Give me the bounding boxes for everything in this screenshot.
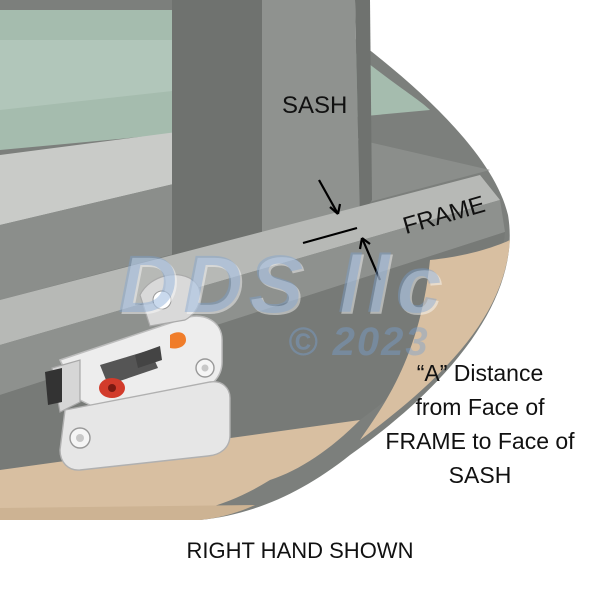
right-hand-shown-label: RIGHT HAND SHOWN bbox=[186, 538, 414, 563]
caption-line-3: FRAME to Face of bbox=[385, 428, 575, 454]
caption-line-2: from Face of bbox=[415, 394, 545, 420]
distance-caption: “A” Distance from Face of FRAME to Face … bbox=[360, 356, 600, 492]
caption-line-1: “A” Distance bbox=[416, 360, 544, 386]
sill bbox=[0, 420, 360, 520]
caption-line-4: SASH bbox=[448, 462, 512, 488]
watermark-brand: DDS llc bbox=[118, 239, 448, 330]
distance-indicator bbox=[302, 179, 382, 281]
latch-assembly bbox=[45, 274, 231, 471]
frame-rail bbox=[0, 175, 500, 345]
sash-label: SASH bbox=[282, 92, 348, 119]
watermark-copyright: © 2023 bbox=[288, 320, 430, 364]
sash-mullion bbox=[172, 0, 262, 260]
